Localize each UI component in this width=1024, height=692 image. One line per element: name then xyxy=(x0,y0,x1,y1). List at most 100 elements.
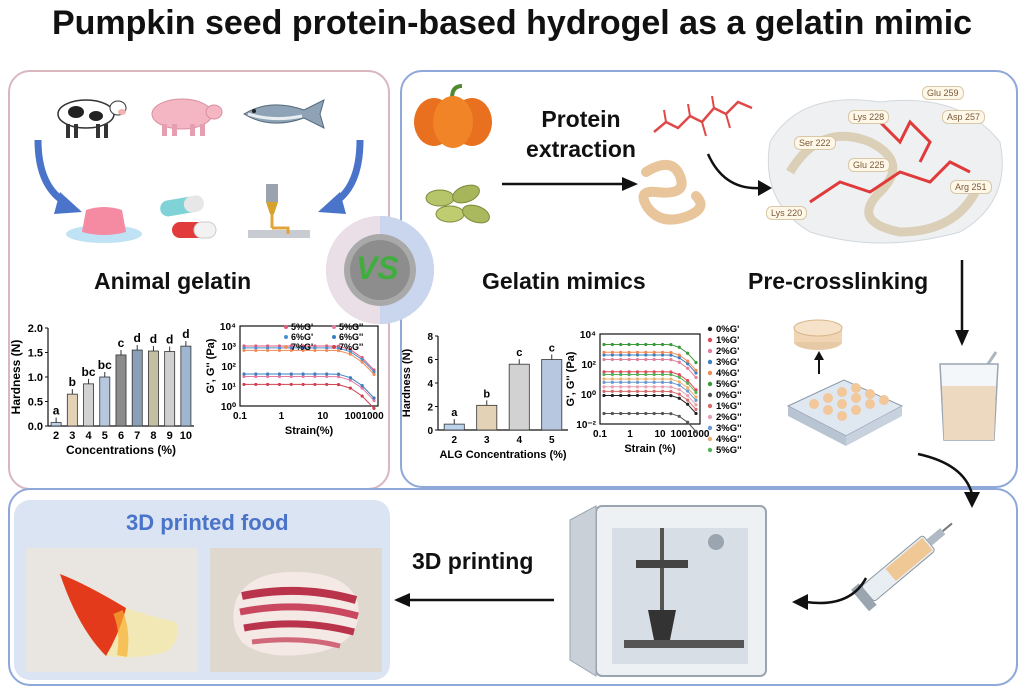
series-line xyxy=(244,383,375,409)
legend-marker xyxy=(332,325,336,329)
vs-emblem xyxy=(326,216,434,324)
bar xyxy=(508,363,530,431)
residue-label: Lys 220 xyxy=(766,206,808,220)
y-tick-label: 10⁴ xyxy=(580,330,596,341)
arrow-printing xyxy=(394,593,554,607)
animal-gelatin-label: Animal gelatin xyxy=(94,268,252,294)
legend-label: 3%G' xyxy=(716,357,739,368)
legend-marker xyxy=(707,348,713,354)
plot-frame xyxy=(599,333,701,425)
fish-icon xyxy=(243,99,325,129)
arrow-extraction xyxy=(502,177,638,191)
legend-marker xyxy=(707,359,713,365)
arrow-up-small xyxy=(814,351,824,374)
arrow-dock xyxy=(706,153,772,196)
x-tick-label: 3 xyxy=(484,435,490,446)
pig-icon xyxy=(151,98,223,136)
y-tick-label: 1.5 xyxy=(28,348,43,360)
y-tick-label: 10⁴ xyxy=(220,322,236,333)
bar xyxy=(541,359,563,431)
y-tick-label: 10⁰ xyxy=(221,402,236,413)
series-line xyxy=(604,374,697,393)
x-tick-label: 0.1 xyxy=(593,429,607,440)
x-tick-label: 10 xyxy=(317,411,329,422)
y-axis-label: Hardness (N) xyxy=(9,340,23,415)
bar xyxy=(115,354,127,427)
legend-marker xyxy=(707,414,713,420)
y-tick-label: 0.5 xyxy=(28,397,43,409)
beaker-icon xyxy=(939,351,999,441)
printed-food-photo-2 xyxy=(210,548,382,672)
x-tick-label: 6 xyxy=(118,430,124,442)
residue-label: Arg 251 xyxy=(950,180,992,194)
y-axis-label: Hardness (N) xyxy=(401,348,413,417)
legend-marker xyxy=(707,436,713,442)
syringe-icon xyxy=(851,522,953,612)
residue-label: Lys 228 xyxy=(848,110,890,124)
arrow-to-printer xyxy=(792,577,868,610)
well-plate-icon xyxy=(786,379,904,446)
y-tick-label: 4 xyxy=(427,379,433,390)
series-line xyxy=(604,381,697,401)
significance-letter: d xyxy=(134,331,141,345)
x-tick-label: 2 xyxy=(53,430,59,442)
y-tick-label: 10⁻² xyxy=(576,420,596,431)
legend-marker xyxy=(707,447,713,453)
series-line xyxy=(604,378,697,398)
legend-marker xyxy=(284,325,288,329)
x-tick-label: 8 xyxy=(150,430,156,442)
printed-food-photo-1 xyxy=(26,548,198,672)
x-tick-label: 9 xyxy=(167,430,173,442)
legend-label: 2%G' xyxy=(716,346,739,357)
y-tick-label: 10⁰ xyxy=(581,390,596,401)
legend-label: 0%G'' xyxy=(716,390,742,401)
significance-letter: c xyxy=(516,347,522,359)
residue-label: Ser 222 xyxy=(794,136,836,150)
printed-food-label: 3D printed food xyxy=(126,510,289,535)
capsules-icon xyxy=(160,195,217,239)
series-line xyxy=(604,354,697,374)
significance-letter: c xyxy=(549,343,555,355)
hydrogel-disk-icon xyxy=(793,319,843,350)
gelatin-mimics-label: Gelatin mimics xyxy=(482,268,646,294)
significance-letter: a xyxy=(53,404,60,418)
y-tick-label: 10² xyxy=(222,362,237,373)
legend-label: 2%G'' xyxy=(716,412,742,423)
x-tick-label: 10 xyxy=(180,430,192,442)
nozzle-icon xyxy=(248,184,310,238)
printing-label: 3D printing xyxy=(412,548,534,574)
legend-label: 7%G' xyxy=(291,342,313,352)
legend-marker xyxy=(707,337,713,343)
legend-label: 5%G'' xyxy=(339,322,363,332)
bar xyxy=(66,393,78,427)
seeds-icon xyxy=(425,184,490,224)
y-tick-label: 10² xyxy=(582,360,597,371)
y-axis-label: G', G'' (Pa) xyxy=(565,351,577,406)
y-tick-label: 2.0 xyxy=(28,323,43,335)
bar xyxy=(148,350,159,427)
legend-label: 5%G'' xyxy=(716,445,742,456)
x-tick-label: 1 xyxy=(279,411,285,422)
y-tick-label: 6 xyxy=(427,356,433,367)
legend-label: 6%G' xyxy=(291,332,313,342)
protein-extraction-text: Protein extraction xyxy=(526,106,636,162)
x-tick-label: 1001000 xyxy=(345,411,384,422)
legend-label: 0%G' xyxy=(716,324,739,335)
residue-label: Glu 259 xyxy=(922,86,964,100)
series-line xyxy=(244,349,375,375)
significance-letter: b xyxy=(69,375,76,389)
y-tick-label: 10³ xyxy=(222,342,237,353)
cow-icon xyxy=(57,99,127,138)
significance-letter: d xyxy=(166,333,173,347)
protein-coil-icon xyxy=(638,160,706,225)
legend-marker xyxy=(707,326,713,332)
legend-label: 6%G'' xyxy=(339,332,363,342)
series-line xyxy=(604,395,697,414)
x-tick-label: 5 xyxy=(102,430,108,442)
bar xyxy=(164,351,176,427)
bar xyxy=(180,345,192,427)
legend-label: 1%G'' xyxy=(716,401,742,412)
